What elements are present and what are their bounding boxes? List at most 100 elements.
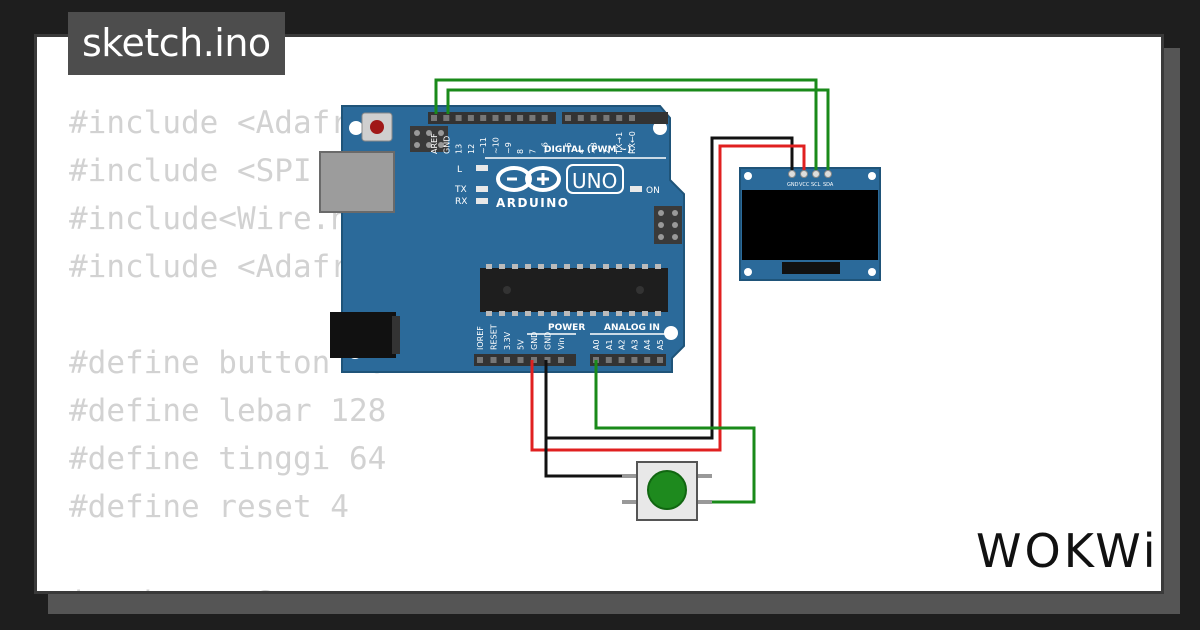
oled-pin[interactable] [788,170,796,178]
header-pin[interactable] [565,115,571,121]
led-on [630,186,642,192]
top-pin-label: 4 [577,149,586,154]
header-pin[interactable] [517,115,524,121]
top-pin-label: 2 [602,149,611,154]
header-pin[interactable] [631,357,638,363]
mount-hole [349,121,363,135]
power-pin-label: 5V [517,339,526,350]
analog-pin-label: A0 [592,339,601,350]
top-pin-label: ~6 [541,142,550,154]
header-pin[interactable] [480,115,487,121]
digital-label: DIGITAL (PWM ~) [544,145,631,155]
header-pin[interactable] [492,115,499,121]
board-model: UNO [572,169,617,193]
power-pin-label: GND [544,332,553,350]
header-pin[interactable] [504,115,511,121]
digital-header-right [562,112,668,124]
header-pin[interactable] [431,115,437,121]
oled-pin-label: SCL [811,182,821,188]
header-pin[interactable] [541,115,548,121]
analog-label: ANALOG IN [604,323,660,333]
led-l [476,165,488,171]
usb-port [319,151,395,213]
power-pin-label: IOREF [476,326,485,350]
reset-button-cap[interactable] [370,120,384,134]
header-pin[interactable] [605,357,612,363]
header-pin[interactable] [490,357,497,363]
header-pin[interactable] [477,357,483,363]
header-pin[interactable] [644,357,651,363]
oled-pin-label: SDA [823,182,834,188]
header-pin[interactable] [577,115,584,121]
power-label: POWER [548,323,585,333]
top-pin-label: 7 [528,149,537,154]
wokwi-logo: WOKWi [976,524,1159,578]
analog-pin-label: A5 [656,339,665,350]
analog-pin-label: A2 [618,339,627,350]
wire-gnd-oled [544,136,794,440]
header-pin[interactable] [616,115,623,121]
top-pin-label: ~5 [564,142,573,154]
oled-pin[interactable] [824,170,832,178]
header-pin[interactable] [603,115,610,121]
header-pin[interactable] [629,115,635,121]
led-rx [476,198,488,204]
code-line: #define tinggi 64 [69,441,387,477]
button-cap[interactable] [647,470,687,510]
code-line: #include<Wire.h> [69,201,368,237]
icsp-header [410,126,448,152]
arduino-logo-icon [496,166,561,192]
top-pin-label: ~11 [479,137,488,154]
board-logo-text: ARDUINO [496,196,569,210]
analog-pin-label: A1 [605,339,614,350]
icsp-header-2 [654,206,682,244]
wire-gnd-button [544,438,640,478]
top-pin-label: 13 [455,144,464,154]
led-rx-label: RX [455,197,467,207]
header-pin[interactable] [455,115,462,121]
led-on-label: ON [646,186,660,196]
header-pin[interactable] [467,115,474,121]
header-pin[interactable] [590,115,597,121]
header-pin[interactable] [558,357,564,363]
header-pin[interactable] [529,115,536,121]
header-pin[interactable] [618,357,625,363]
power-pin-label: 3.3V [503,331,512,350]
code-line: #define reset 4 [69,489,349,525]
top-pin-label: RX←0 [628,131,637,154]
wire-scl [434,78,818,170]
header-pin[interactable] [531,357,537,363]
power-pin-label: Vin [557,337,566,350]
top-pin-label: ~10 [492,137,501,154]
wire-sda [446,88,830,170]
code-line: #define button A0 [69,345,387,381]
push-button[interactable] [622,461,712,521]
wires [434,78,830,504]
top-pin-label: ~9 [504,142,513,154]
led-tx-label: TX [454,185,467,195]
power-pin-label: RESET [490,324,499,350]
wire-button-a0 [594,360,756,504]
file-tab[interactable]: sketch.ino [68,12,285,75]
analog-pin-label: A4 [643,339,652,350]
oled-pin[interactable] [800,170,808,178]
top-pin-label: AREF [430,133,439,154]
top-pin-label: GND [442,136,451,154]
top-pin-label: 8 [516,149,525,154]
oled-pin-label: VCC [799,182,810,188]
analog-header [590,354,666,366]
code-line: #define lebar 128 [69,393,387,429]
header-pin[interactable] [517,357,524,363]
led-tx [476,186,488,192]
oled-pin-label: GND [787,182,799,188]
top-pin-label: ~3 [590,142,599,154]
header-pin[interactable] [504,357,510,363]
power-jack [330,312,396,358]
oled-pin[interactable] [812,170,820,178]
power-pin-label: GND [530,332,539,350]
header-pin[interactable] [443,115,450,121]
header-pin[interactable] [657,357,663,363]
